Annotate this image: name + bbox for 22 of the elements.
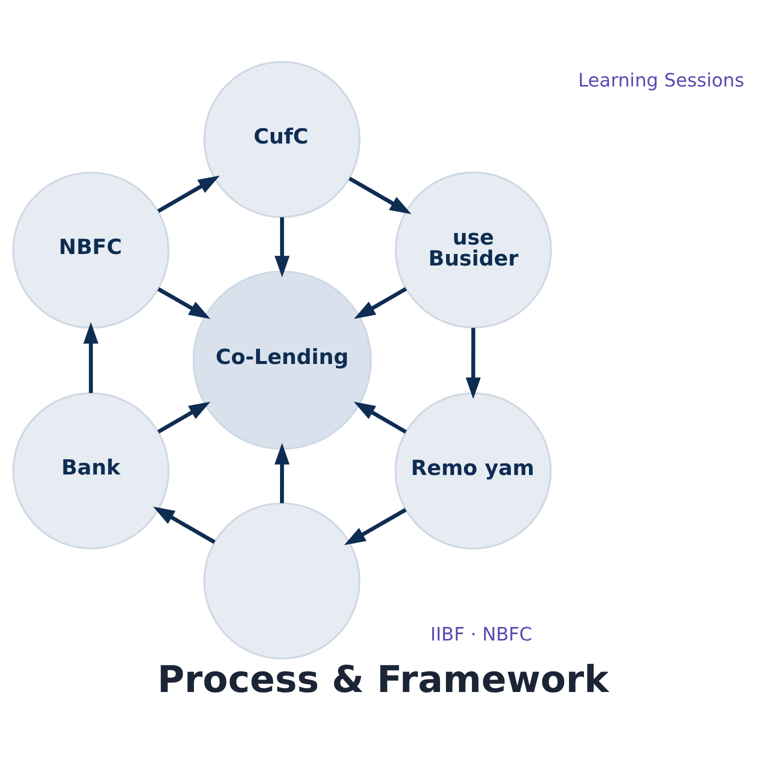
node-circle	[203, 502, 360, 659]
node-circle: Remo yam	[394, 392, 552, 549]
node-circle: Bank	[12, 392, 170, 549]
arrow	[274, 442, 290, 503]
label: IIBF · NBFC	[430, 624, 532, 646]
node-circle: CufC	[203, 60, 360, 218]
diagram-title: Process & Framework	[157, 657, 609, 700]
arrow	[354, 286, 407, 318]
arrow	[274, 216, 290, 277]
arrow	[157, 175, 220, 212]
arrow	[157, 286, 210, 318]
node-circle: NBFC	[12, 171, 170, 328]
arrow	[157, 401, 210, 433]
arrow	[466, 327, 481, 398]
node-circle: Co-Lending	[192, 270, 372, 450]
arrow	[153, 506, 216, 544]
arrow	[83, 322, 98, 393]
label: Learning Sessions	[578, 70, 744, 91]
arrow	[348, 176, 412, 214]
node-circle: use Busider	[394, 170, 552, 328]
arrow	[344, 508, 407, 545]
arrow	[354, 401, 407, 434]
